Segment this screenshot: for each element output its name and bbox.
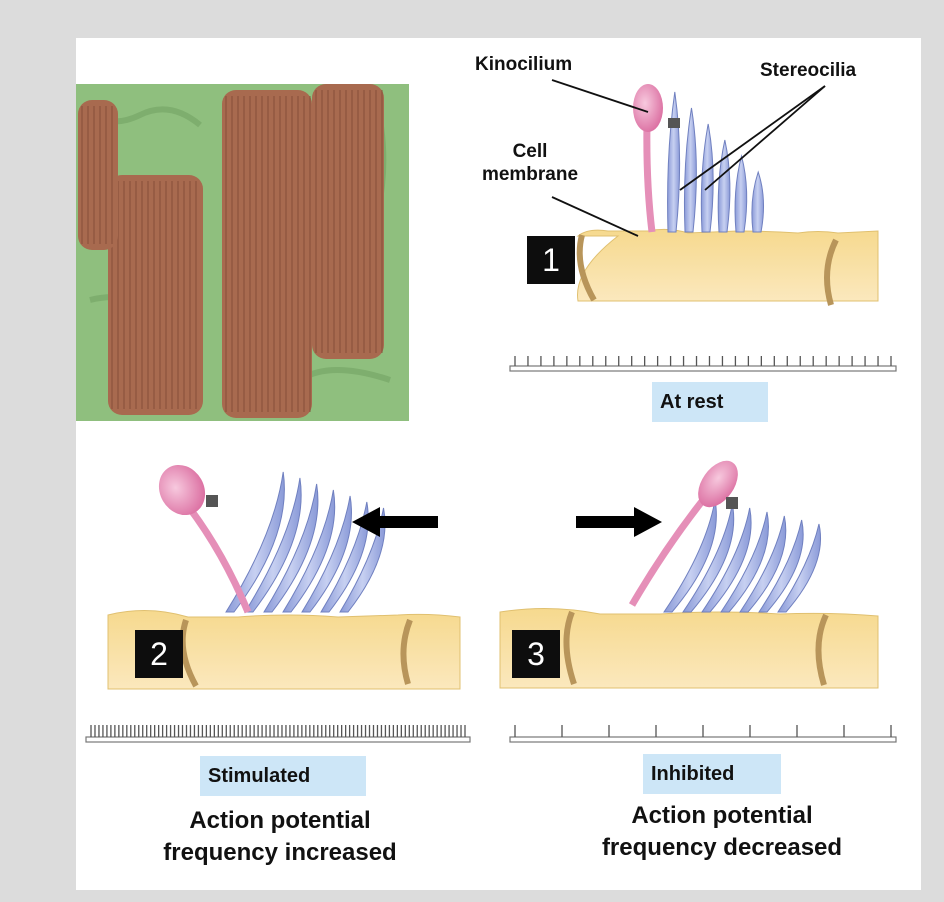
state-label-at-rest: At rest — [652, 382, 768, 422]
stereocilia-bundle-rest — [667, 91, 765, 233]
stereocilium — [720, 511, 769, 613]
stereocilium — [701, 507, 752, 613]
tip-link — [206, 495, 218, 507]
hair-bundle — [312, 84, 384, 359]
stereocilia-bundle-stimulated — [225, 471, 386, 613]
stereocilium — [244, 477, 302, 613]
stereocilium — [339, 507, 386, 613]
panel-number-3: 3 — [512, 630, 560, 678]
cell-membrane-leader — [551, 196, 639, 237]
hair-cell-stimulated — [107, 464, 461, 690]
kinocilium-shaft — [628, 492, 710, 607]
baseline — [509, 365, 897, 372]
tip-link — [668, 118, 680, 128]
caption-stimulated: Action potential frequency increased — [163, 807, 397, 866]
cell-membrane-label: Cell membrane — [481, 141, 579, 185]
panel-number-1: 1 — [527, 236, 575, 284]
stereocilia-label: Stereocilia — [760, 60, 857, 81]
stereocilium — [777, 523, 822, 613]
kinocilium-shaft — [643, 121, 656, 233]
kinocilium-leader — [551, 79, 649, 113]
hair-cell-at-rest — [576, 84, 879, 306]
stereocilia-leader-2 — [704, 85, 826, 191]
stereocilium — [225, 471, 285, 613]
arrow-left-icon — [352, 507, 438, 537]
caption-inhibited: Action potential frequency decreased — [601, 802, 843, 861]
direction-arrows — [352, 507, 662, 537]
kinocilium-shaft — [185, 503, 252, 614]
stereocilium — [717, 139, 731, 233]
tip-link — [726, 497, 738, 509]
stereocilium — [282, 489, 336, 613]
state-label-inhibited: Inhibited — [643, 754, 781, 794]
stereocilia-bundle-inhibited — [663, 499, 822, 613]
baseline — [509, 736, 897, 743]
kinocilium-tip — [633, 84, 663, 132]
kinocilium-label: Kinocilium — [475, 54, 573, 75]
spike-trains — [85, 356, 897, 743]
stereocilium — [667, 91, 681, 233]
state-label-stimulated: Stimulated — [200, 756, 366, 796]
hair-cell-inhibited — [499, 460, 879, 689]
hair-bundle — [108, 175, 203, 415]
micrograph-bundles — [78, 84, 384, 418]
stereocilium — [683, 107, 697, 233]
kinocilium-tip — [698, 460, 738, 508]
stereocilium — [700, 123, 714, 233]
electron-micrograph — [76, 84, 409, 421]
baseline — [85, 736, 471, 743]
stereocilium — [734, 154, 748, 233]
panel-number-2: 2 — [135, 630, 183, 678]
stereocilium — [758, 519, 804, 613]
leader-lines — [551, 79, 826, 237]
stereocilium — [739, 515, 787, 613]
stereocilium — [751, 170, 765, 233]
kinocilium-tip — [158, 464, 206, 516]
stereocilium — [301, 495, 352, 613]
stereocilium — [263, 483, 319, 613]
stereocilium — [320, 501, 369, 613]
stereocilia-leader-1 — [679, 85, 826, 191]
arrow-right-icon — [576, 507, 662, 537]
